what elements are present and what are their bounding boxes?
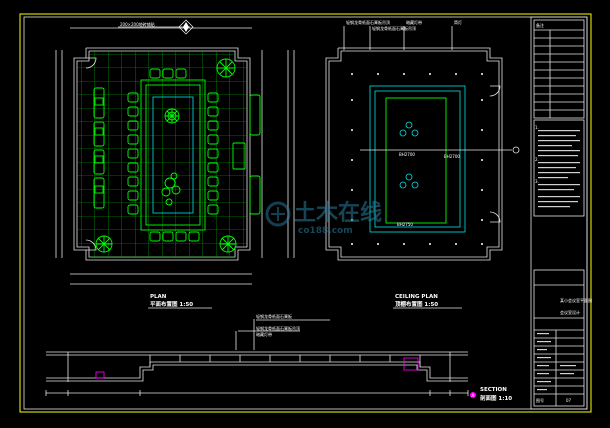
wall-seats: [93, 87, 261, 215]
title-block-note-2: 2.: [535, 157, 539, 162]
section-note-1: 轻钢龙骨纸面石膏板: [256, 313, 292, 319]
chairs-ends: [149, 68, 200, 242]
chairs-left: [127, 92, 139, 215]
door-icon: [489, 85, 501, 223]
north-arrow-icon: [178, 19, 194, 35]
floor-plan: 200×200地砖铺贴: [55, 19, 263, 309]
section-note-3: 暗藏灯带: [256, 331, 272, 337]
watermark: 土木在线 co188.com: [265, 200, 382, 236]
title-block-notes: [538, 130, 580, 208]
door-icon: [85, 57, 97, 251]
floor-plan-caption-small: PLAN: [150, 294, 167, 300]
watermark-cn: 土木在线: [294, 200, 382, 226]
title-block-project: 某小会议室平面图: [560, 297, 592, 303]
floor-plan-caption: 平面布置图 1:50: [150, 300, 193, 308]
chairs-right: [207, 92, 219, 215]
title-block-drawing-title: 会议室设计: [560, 309, 580, 315]
title-block-sheet-no: 07: [566, 398, 572, 403]
section-caption: 剖面图 1:10: [480, 394, 512, 402]
plant-icon: [161, 108, 181, 206]
title-block-note-3: 3.: [535, 179, 539, 184]
title-block-note-1: 1.: [535, 125, 539, 130]
ceiling-note-3: 暗藏灯带: [406, 19, 422, 25]
ceiling-height-label-3: BH2750: [397, 222, 413, 227]
floor-plan-top-note: 200×200地砖铺贴: [120, 21, 155, 27]
downlight-icons: [351, 73, 483, 245]
ceiling-note-2: 轻钢龙骨纸面石膏板吊顶: [372, 25, 416, 31]
ceiling-note-4: 筒灯: [454, 19, 462, 25]
ceiling-note-1: 轻钢龙骨纸面石膏板吊顶: [346, 19, 390, 25]
section-note-2: 轻钢龙骨纸面石膏板吊顶: [256, 325, 300, 331]
potted-plant-icon: [95, 58, 237, 253]
watermark-logo-icon: [265, 201, 291, 227]
ceiling-plan-caption-small: CEILING PLAN: [395, 294, 438, 300]
ceiling-height-label-1: BH2700: [399, 152, 415, 157]
ceiling-plan-caption: 顶棚布置图 1:50: [395, 300, 438, 308]
title-block-header: 备注: [536, 22, 544, 28]
pendant-light-icon: [399, 121, 419, 189]
svg-text:A: A: [472, 393, 475, 398]
conference-table: [140, 79, 206, 231]
section-caption-small: SECTION: [480, 387, 507, 393]
ceiling-plan: 轻钢龙骨纸面石膏板吊顶 轻钢龙骨纸面石膏板吊顶 暗藏灯带 筒灯 BH2700 B…: [287, 19, 520, 309]
section-drawing: 轻钢龙骨纸面石膏板 轻钢龙骨纸面石膏板吊顶 暗藏灯带 A: [45, 313, 512, 402]
watermark-en: co188.com: [298, 226, 353, 236]
title-block-sheet-label: 图号: [536, 397, 544, 403]
floor-tile-grid: [89, 51, 235, 257]
section-marker: A: [470, 392, 476, 398]
ceiling-recess: [369, 85, 466, 233]
ceiling-height-label-2: BH2700: [444, 154, 460, 159]
title-block: 备注 1. 2. 3. 某小会议室平面图 会议室设计 图号: [530, 16, 592, 410]
sheet-frame: [19, 13, 592, 413]
